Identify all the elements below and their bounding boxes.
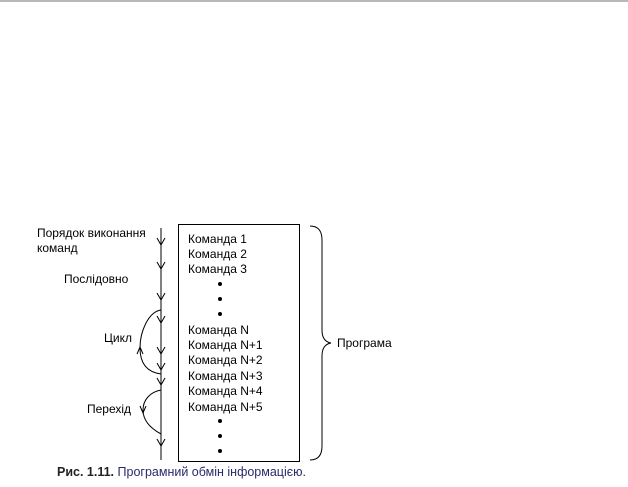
ellipsis-dot (218, 297, 222, 301)
top-divider (0, 0, 628, 2)
command-item: Команда N+4 (188, 384, 263, 398)
figure-caption: Рис. 1.11. Програмний обмін інформацією. (57, 464, 306, 480)
sequential-label: Послідовно (64, 272, 129, 286)
jump-label: Перехід (87, 402, 132, 416)
ellipsis-dot (218, 419, 222, 423)
arrow-down-icon (156, 362, 166, 372)
arrow-down-icon (156, 261, 166, 271)
loop-label: Цикл (104, 331, 132, 345)
figure-number: Рис. 1.11. (57, 465, 115, 479)
command-item: Команда N+3 (188, 369, 263, 383)
ellipsis-dot (218, 434, 222, 438)
arrow-down-icon (156, 292, 166, 302)
arrow-down-icon (139, 405, 147, 415)
order-label-line1: Порядок виконання (37, 226, 146, 240)
ellipsis-dot (218, 449, 222, 453)
figure-title: Програмний обмін інформацією. (117, 465, 306, 479)
jump-curve (142, 389, 162, 435)
program-brace (309, 225, 332, 461)
command-item: Команда N+5 (188, 400, 263, 414)
program-box (178, 224, 300, 462)
command-item: Команда N (188, 323, 249, 337)
command-item: Команда N+1 (188, 338, 263, 352)
command-item: Команда 3 (188, 262, 247, 276)
arrow-down-icon (156, 377, 166, 387)
ellipsis-dot (218, 282, 222, 286)
arrow-up-icon (136, 345, 144, 355)
order-label-line2: команд (37, 241, 78, 255)
arrow-down-icon (156, 315, 166, 325)
command-item: Команда 2 (188, 247, 247, 261)
command-item: Команда 1 (188, 232, 247, 246)
ellipsis-dot (218, 312, 222, 316)
arrow-down-icon (156, 237, 166, 247)
arrow-down-icon (156, 346, 166, 356)
command-item: Команда N+2 (188, 353, 263, 367)
program-label: Програма (337, 336, 392, 350)
arrow-down-icon (156, 438, 166, 448)
